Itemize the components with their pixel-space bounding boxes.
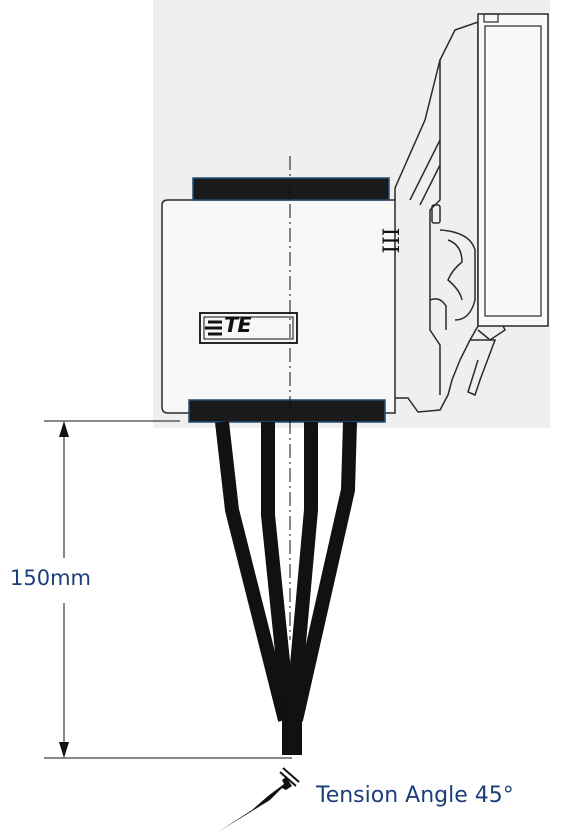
bottom-band [188,399,386,423]
tension-arrow [218,777,292,832]
dimension-150mm [44,420,292,759]
housing-mark: III [376,227,402,254]
latch-assembly [394,20,506,413]
locking-lever [477,13,549,327]
connector-housing [161,199,396,414]
wire-bundle [215,421,357,755]
dimension-arrow-top [59,421,69,437]
dimension-arrow-bottom [59,742,69,758]
top-band [192,177,390,201]
dimension-label: 150mm [10,566,91,590]
tension-angle-label: Tension Angle 45° [316,783,514,808]
te-logo [199,312,298,344]
wire-break-marks [279,767,300,787]
te-logo-text: TE [224,313,252,337]
